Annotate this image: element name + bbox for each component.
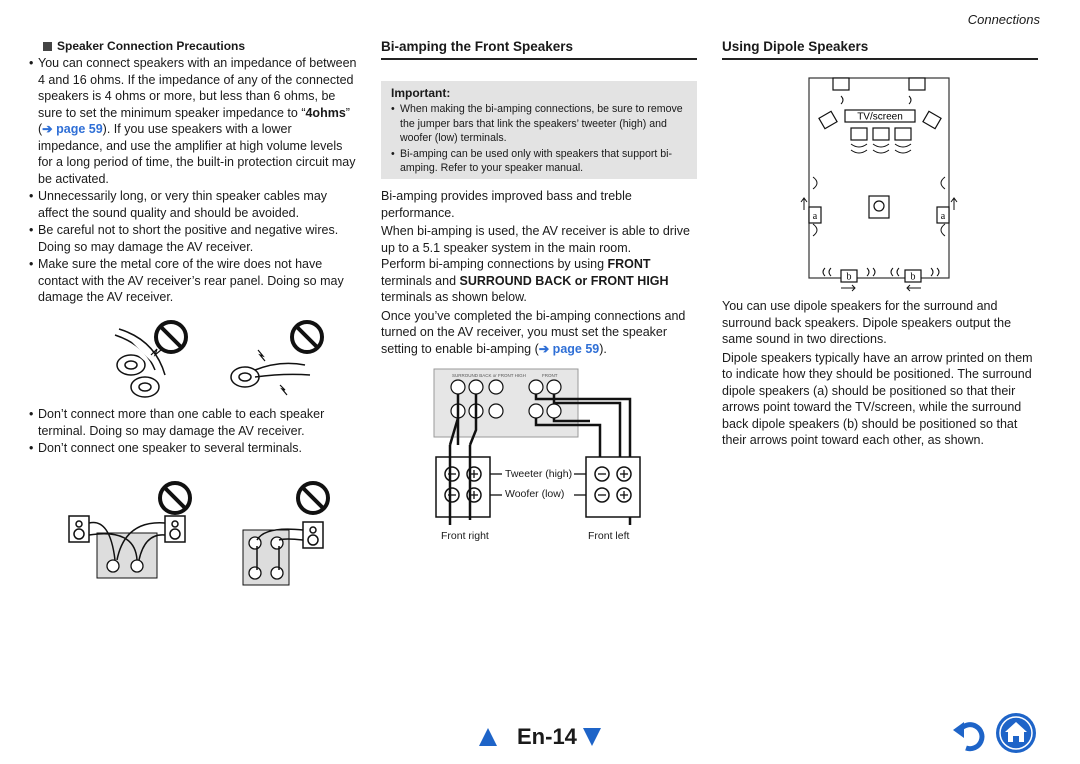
right-heading-rule: [722, 58, 1038, 60]
tv-label: TV/screen: [857, 112, 903, 123]
para-biamp-terminals: Perform bi-amping connections by using F…: [381, 257, 669, 304]
bad-connection-illustration: [68, 481, 330, 586]
right-heading: Using Dipole Speakers: [722, 39, 869, 54]
back-icon[interactable]: [952, 718, 988, 752]
front-right-label: Front right: [441, 530, 489, 542]
para-dipole-arrows: Dipole speakers typically have an arrow …: [722, 350, 1033, 448]
panel-label-left: SURROUND BACK or FRONT HIGH: [452, 373, 526, 378]
speaker-front-right: [435, 456, 491, 518]
surround-back-dipole-b: [840, 269, 922, 283]
important-bullets: When making the bi-amping connections, b…: [391, 102, 687, 176]
panel-label-right: FRONT: [542, 373, 558, 378]
label-a-right: a: [941, 211, 946, 222]
middle-heading: Bi-amping the Front Speakers: [381, 39, 574, 54]
para-biamp-system: When bi-amping is used, the AV receiver …: [381, 224, 690, 255]
biamp-diagram: SURROUND BACK or FRONT HIGH FRONT: [433, 368, 641, 525]
previous-page-icon[interactable]: [479, 728, 497, 746]
left-heading-text: Speaker Connection Precautions: [57, 39, 246, 53]
para-biamp-benefit: Bi-amping provides improved bass and tre…: [381, 189, 632, 220]
middle-paragraphs: Bi-amping provides improved bass and tre…: [381, 188, 697, 357]
bullet-one-cable: Don’t connect more than one cable to eac…: [29, 406, 359, 439]
speaker-icon: [302, 521, 324, 549]
bullet-metal-core: Make sure the metal core of the wire doe…: [29, 256, 359, 306]
right-paragraphs: You can use dipole speakers for the surr…: [722, 298, 1040, 449]
surround-dipole-a: [808, 206, 950, 224]
page-number: En-14: [517, 724, 577, 749]
bullet-several-terminals: Don’t connect one speaker to several ter…: [29, 440, 359, 457]
speaker-icon: [68, 515, 90, 543]
important-bullet-support: Bi-amping can be used only with speakers…: [391, 147, 687, 176]
front-left-label: Front left: [588, 530, 630, 542]
speaker-icon: [164, 515, 186, 543]
bullet-impedance: You can connect speakers with an impedan…: [29, 55, 359, 187]
no-symbol-icon: [296, 481, 330, 515]
home-icon[interactable]: [995, 712, 1037, 754]
label-b-right: b: [911, 272, 916, 283]
speaker-front-left: [585, 456, 641, 518]
wire-warning-illustration: [114, 320, 324, 398]
important-bullet-jumper: When making the bi-amping connections, b…: [391, 102, 687, 146]
no-symbol-icon: [158, 481, 192, 515]
important-box: Important: When making the bi-amping con…: [381, 81, 697, 179]
tv-screen-box: [844, 109, 916, 123]
dipole-room-diagram: TV/screen a a b b: [800, 77, 958, 292]
label-b-left: b: [847, 272, 852, 283]
para-dipole-intro: You can use dipole speakers for the surr…: [722, 299, 1012, 346]
next-page-icon[interactable]: [583, 728, 601, 746]
left-bullets-top: You can connect speakers with an impedan…: [29, 55, 359, 307]
woofer-label: Woofer (low): [505, 488, 565, 500]
middle-heading-rule: [381, 58, 697, 60]
no-symbol-icon: [154, 320, 188, 354]
no-symbol-icon: [290, 320, 324, 354]
para-biamp-setting: Once you’ve completed the bi-amping conn…: [381, 308, 686, 356]
tweeter-label: Tweeter (high): [505, 468, 573, 480]
section-label: Connections: [967, 12, 1040, 27]
page-link[interactable]: ➔ page 59: [538, 341, 600, 356]
label-a-left: a: [813, 211, 818, 222]
square-bullet-icon: [43, 41, 52, 51]
page-link[interactable]: ➔ page 59: [42, 122, 103, 136]
important-title: Important:: [391, 86, 451, 100]
bullet-short: Be careful not to short the positive and…: [29, 222, 359, 255]
listener-seat-icon: [868, 195, 890, 219]
front-speakers: [832, 77, 926, 91]
left-bullets-bottom: Don’t connect more than one cable to eac…: [29, 406, 359, 458]
bullet-cable: Unnecessarily long, or very thin speaker…: [29, 188, 359, 221]
left-heading: Speaker Connection Precautions: [43, 39, 245, 53]
